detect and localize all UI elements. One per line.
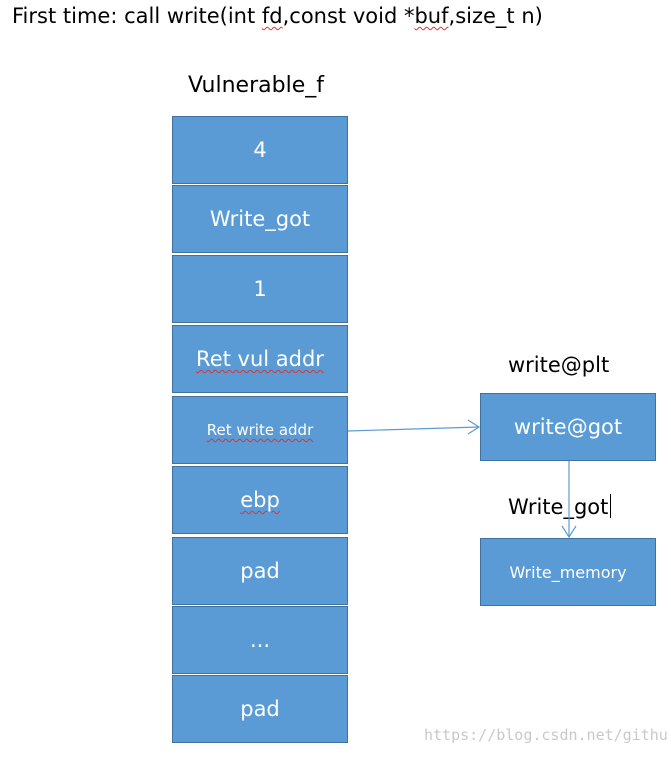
stack-cell-label: ... — [249, 628, 271, 652]
stack-cell-ebp: ebp — [172, 466, 348, 534]
stack-cell-write-got: Write_got — [172, 185, 348, 253]
stack-frame-label: Vulnerable_f — [188, 73, 324, 98]
stack-cell-label: pad — [240, 559, 280, 583]
stack-cell-label: Write_got — [209, 207, 311, 231]
stack-cell-label: ebp — [240, 488, 280, 512]
stack-cell-ellipsis: ... — [172, 606, 348, 674]
stack-cell-label: Ret vul addr — [196, 347, 324, 371]
stack-cell-1: 1 — [172, 255, 348, 323]
write-got-box: write@got — [480, 393, 656, 461]
stack-cell-ret-vul-addr: Ret vul addr — [172, 325, 348, 393]
stack-cell-4: 4 — [172, 116, 348, 184]
title-mid: ,const void * — [282, 4, 415, 28]
title-buf: buf — [414, 4, 449, 28]
write-memory-box: Write_memory — [480, 538, 656, 606]
ret-write-arrowhead — [467, 419, 481, 435]
write-got-label-text: Write_got — [508, 495, 609, 519]
title-prefix: First time: call write(int — [12, 4, 262, 28]
got-to-memory-arrowhead — [561, 525, 577, 539]
title-fd: fd — [261, 4, 283, 28]
text-cursor — [610, 494, 612, 518]
stack-cell-label: 1 — [253, 277, 267, 301]
stack-cell-ret-write-addr: Ret write addr — [172, 396, 348, 464]
stack-cell-pad: pad — [172, 537, 348, 605]
write-memory-box-label: Write_memory — [509, 562, 627, 582]
watermark: https://blog.csdn.net/githu — [424, 726, 668, 744]
write-plt-text: write@plt — [508, 353, 610, 377]
stack-cell-label: Ret write addr — [206, 421, 314, 439]
stack-cell-pad: pad — [172, 675, 348, 743]
write-plt-label: write@plt — [508, 353, 609, 377]
ret-write-arrow-line — [347, 426, 480, 432]
write-got-box-label: write@got — [513, 415, 623, 439]
page-title: First time: call write(int fd,const void… — [12, 4, 543, 28]
stack-cell-label: 4 — [253, 138, 267, 162]
write-got-label: Write_got — [508, 494, 612, 519]
stack-cell-label: pad — [240, 697, 280, 721]
title-suffix: ,size_t n) — [448, 4, 543, 28]
